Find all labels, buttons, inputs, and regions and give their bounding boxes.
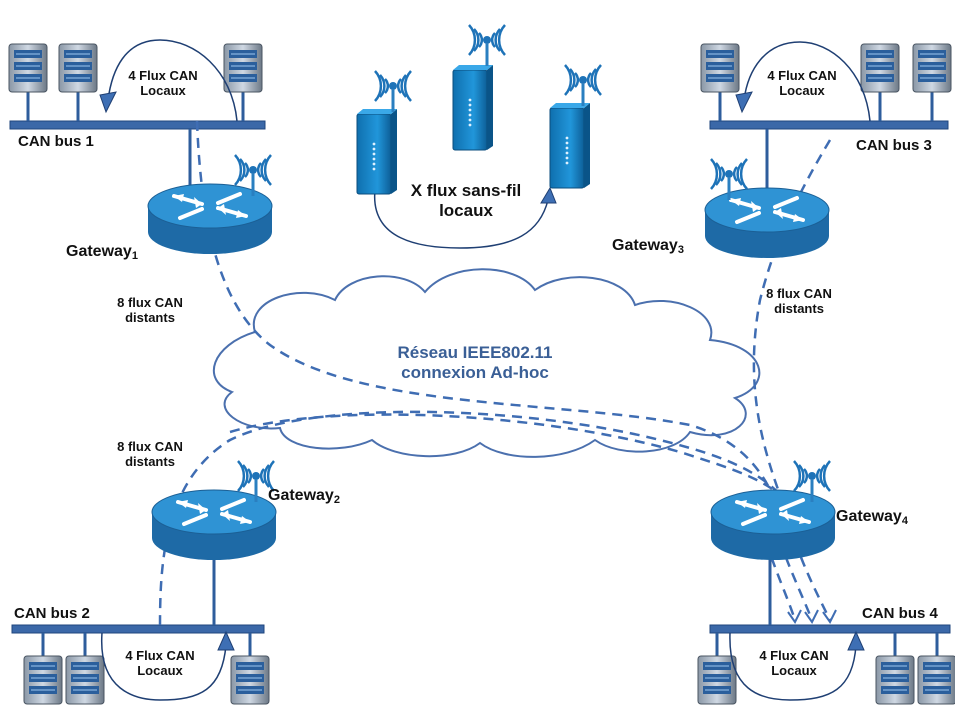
- local-flow-arc-1: [107, 39, 238, 122]
- can-bus-1-label: CAN bus 1: [18, 133, 94, 150]
- local-flow-arc-4: [729, 632, 857, 701]
- can-bus-3-label: CAN bus 3: [856, 137, 932, 154]
- cloud-icon: [212, 268, 761, 458]
- gateway-2-label: Gateway2: [268, 487, 340, 506]
- gateway-1-label: Gateway1: [66, 243, 138, 262]
- can-bus-4-line: [709, 624, 951, 634]
- can-bus-2-label: CAN bus 2: [14, 605, 90, 622]
- remote-flow-1: [195, 120, 777, 501]
- local-flow-arc-2: [101, 632, 227, 701]
- can-bus-1-line: [9, 120, 266, 130]
- remote-flow-2b: [229, 413, 791, 506]
- remote-flow-3: [752, 139, 832, 496]
- can-bus-4-label: CAN bus 4: [862, 605, 938, 622]
- local-flow-arc-3: [743, 41, 871, 122]
- wireless-flow-arc: [374, 189, 549, 249]
- can-bus-3-line: [709, 120, 949, 130]
- gateway-4-label: Gateway4: [836, 508, 908, 527]
- gateway-3-label: Gateway3: [612, 237, 684, 256]
- can-bus-2-line: [11, 624, 265, 634]
